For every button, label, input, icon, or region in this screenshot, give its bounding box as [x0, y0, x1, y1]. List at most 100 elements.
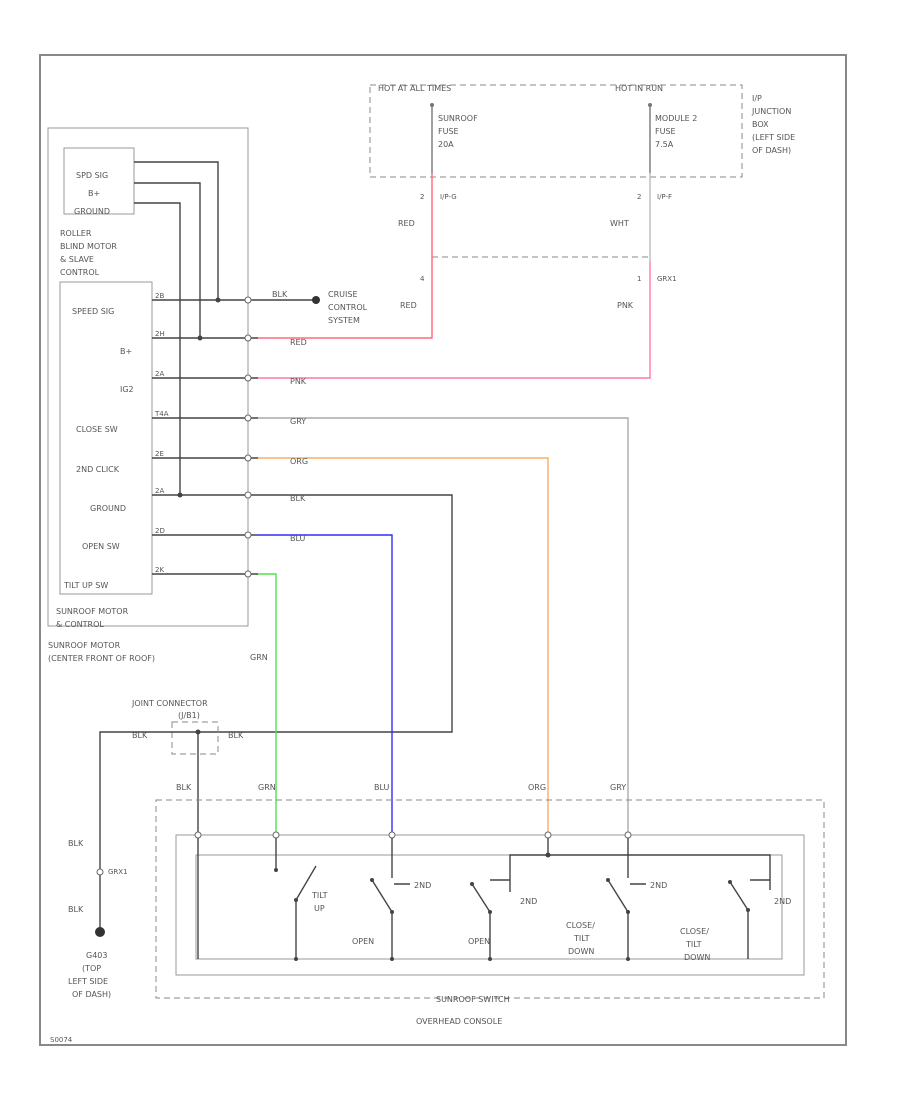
roller-ground-wire	[134, 202, 181, 495]
switch-second-node	[545, 852, 551, 858]
ig2-wire-color: PNK	[290, 377, 307, 386]
ip-junction-box: HOT AT ALL TIMES HOT IN RUN I/P JUNCTION…	[369, 84, 798, 310]
close-second-contact	[729, 879, 770, 959]
ground-black-wire	[215, 494, 453, 733]
contact-label-close-tilt-down: CLOSE/ TILT DOWN	[566, 921, 597, 956]
motor-terminal-close-sw: CLOSE SW	[76, 425, 118, 434]
open-wire-color: BLU	[290, 534, 306, 543]
ground-top-wire-color: BLK	[68, 839, 84, 848]
joint-connector-name: JOINT CONNECTOR	[131, 699, 208, 708]
connector-terminals	[244, 296, 252, 578]
junction-box-name: I/P JUNCTION BOX (LEFT SIDE OF DASH)	[751, 94, 798, 155]
motor-location: SUNROOF MOTOR (CENTER FRONT OF ROOF)	[48, 641, 155, 663]
diagram-frame	[39, 54, 847, 1046]
fuse-right-pin: 2	[637, 193, 641, 201]
ig2-pink-wire	[258, 262, 651, 379]
fuse-right-wire-color: WHT	[610, 219, 629, 228]
motor-terminal-ground: GROUND	[90, 504, 126, 513]
joint-connector: JOINT CONNECTOR (J/B1) BLK BLK	[131, 699, 244, 755]
joint-left-wire: BLK	[132, 731, 148, 740]
motor-pin-5: 2A	[155, 487, 164, 495]
ground-wire-color: BLK	[290, 494, 306, 503]
contact-label-open: OPEN	[352, 937, 374, 946]
sunroof-switch-label: SUNROOF SWITCH	[436, 995, 510, 1004]
roller-spd-sig-wire	[134, 161, 219, 300]
lower-left-wire-color: RED	[400, 301, 417, 310]
open-switch-blue-wire	[258, 534, 393, 833]
lower-left-pin: 4	[420, 275, 425, 283]
sunroof-fuse-node	[430, 103, 434, 107]
motor-terminal-b-plus: B+	[120, 347, 132, 356]
motor-terminal-2nd-click: 2ND CLICK	[76, 465, 120, 474]
tilt-wire-color: GRN	[250, 653, 268, 662]
cruise-control-label: CRUISE CONTROL SYSTEM	[328, 290, 370, 325]
joint-right-wire: BLK	[228, 731, 244, 740]
contact-label-2nd-c: 2ND	[774, 897, 791, 906]
ground-return-wire	[99, 731, 215, 930]
contact-label-open-b: OPEN	[468, 937, 490, 946]
second-click-orange-wire	[258, 457, 549, 833]
contact-label-open-2nd: 2ND	[414, 881, 431, 890]
hot-in-run-label: HOT IN RUN	[615, 84, 663, 93]
motor-terminal-leads	[152, 299, 258, 575]
roller-blind-name: ROLLER BLIND MOTOR & SLAVE CONTROL	[60, 229, 119, 277]
joint-connector-code: (J/B1)	[178, 711, 200, 720]
motor-pin-1: 2H	[155, 330, 165, 338]
lower-right-wire-color: PNK	[617, 301, 634, 310]
switch-wire-label-0: BLK	[176, 783, 192, 792]
open-contact	[371, 838, 410, 959]
switch-wire-label-4: GRY	[610, 783, 626, 792]
second-wire-color: ORG	[290, 457, 308, 466]
hot-at-all-times-label: HOT AT ALL TIMES	[378, 84, 451, 93]
switch-wire-label-3: ORG	[528, 783, 546, 792]
b-plus-wire-color: RED	[290, 338, 307, 347]
speed-wire-color: BLK	[272, 290, 288, 299]
motor-pin-4: 2E	[155, 450, 164, 458]
module-fuse-node	[648, 103, 652, 107]
junction-dots	[177, 297, 221, 498]
roller-b-plus-wire	[134, 182, 201, 338]
module-fuse-label: MODULE 2 FUSE 7.5A	[655, 114, 700, 149]
fuse-right-connector: I/P-F	[657, 193, 672, 201]
b-plus-red-wire	[258, 173, 433, 339]
lower-right-pin: 1	[637, 275, 641, 283]
motor-terminal-open-sw: OPEN SW	[82, 542, 120, 551]
motor-terminal-speed-sig: SPEED SIG	[72, 307, 114, 316]
switch-wire-label-1: GRN	[258, 783, 276, 792]
roller-input-ground: GROUND	[74, 207, 110, 216]
roller-input-spd-sig: SPD SIG	[76, 171, 108, 180]
tilt-up-green-wire	[258, 573, 277, 833]
lower-connector-code: GRX1	[657, 275, 677, 283]
contact-label-close-2nd: 2ND	[650, 881, 667, 890]
motor-terminal-ig2: IG2	[120, 385, 134, 394]
contact-dots	[274, 868, 750, 961]
roller-input-b-plus: B+	[88, 189, 100, 198]
motor-name: SUNROOF MOTOR & CONTROL	[56, 607, 131, 629]
figure-code: S0074	[50, 1036, 73, 1044]
switch-contacts	[197, 838, 770, 959]
motor-pin-6: 2D	[155, 527, 165, 535]
contact-label-2nd-b: 2ND	[520, 897, 537, 906]
motor-pin-2: 2A	[155, 370, 164, 378]
sunroof-motor-control: SPEED SIG B+ IG2 CLOSE SW 2ND CLICK GROU…	[48, 281, 169, 663]
sunroof-fuse-label: SUNROOF FUSE 20A	[438, 114, 480, 149]
ground-name: G403 (TOP LEFT SIDE OF DASH)	[68, 951, 111, 999]
ground-connector	[96, 868, 104, 876]
fuse-left-pin: 2	[420, 193, 424, 201]
close-switch-gray-wire	[258, 417, 629, 833]
ground-point	[95, 927, 105, 937]
overhead-console-label: OVERHEAD CONSOLE	[416, 1017, 502, 1026]
motor-pin-0: 2B	[155, 292, 164, 300]
tilt-up-contact	[275, 838, 317, 959]
motor-terminal-tilt-up-sw: TILT UP SW	[63, 581, 108, 590]
joint-node	[195, 729, 201, 735]
contact-label-tilt-up: TILT UP	[311, 891, 330, 913]
switch-terminals	[194, 831, 632, 839]
contact-label-close-tilt-down-b: CLOSE/ TILT DOWN	[680, 927, 711, 962]
fuse-left-connector: I/P-G	[440, 193, 457, 201]
motor-pin-7: 2K	[155, 566, 164, 574]
cruise-connector	[312, 296, 320, 304]
motor-pin-3: T4A	[154, 410, 169, 418]
ground-connector-code: GRX1	[108, 868, 128, 876]
